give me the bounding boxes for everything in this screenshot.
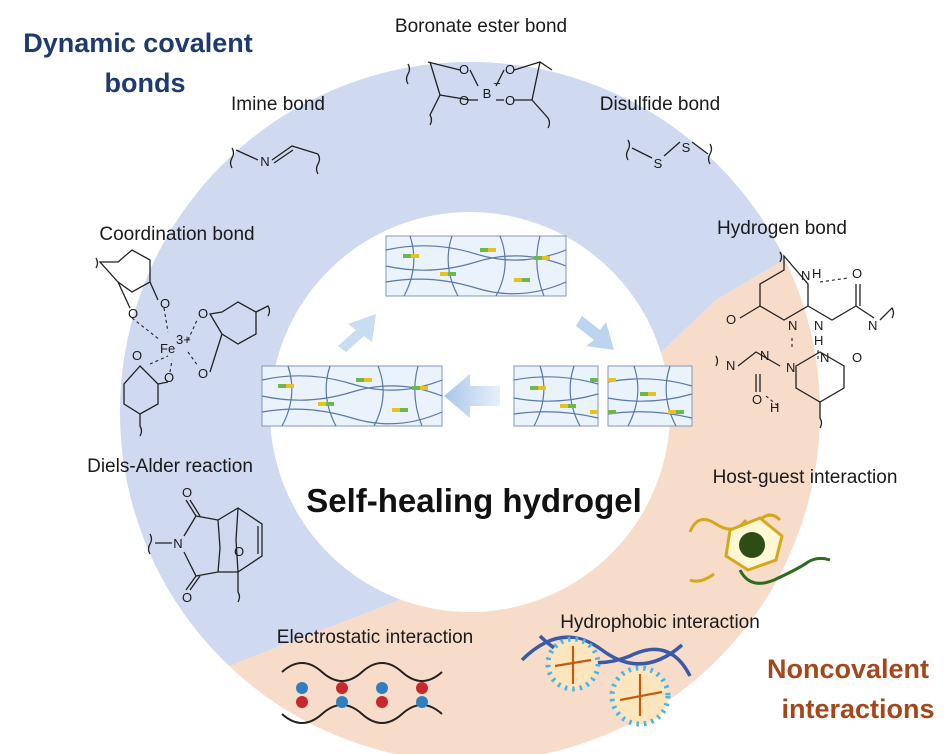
label-disulfide: Disulfide bond <box>600 94 720 115</box>
svg-text:N: N <box>173 536 182 551</box>
svg-text:O: O <box>852 266 862 281</box>
label-host-guest: Host-guest interaction <box>713 467 898 488</box>
cycle-arrows <box>338 314 614 418</box>
arrow-up-right <box>338 314 376 352</box>
hydrogel-panel-top <box>385 235 567 297</box>
electrostatic-structure <box>281 662 443 724</box>
svg-text:S: S <box>654 156 663 171</box>
svg-text:O: O <box>505 93 515 108</box>
label-coordination: Coordination bond <box>99 224 254 245</box>
svg-text:O: O <box>726 312 736 327</box>
disulfide-structure: S S <box>625 139 713 171</box>
svg-text:Fe: Fe <box>160 341 175 356</box>
svg-text:N: N <box>801 268 810 283</box>
svg-text:O: O <box>752 392 762 407</box>
svg-text:N: N <box>820 350 829 365</box>
svg-text:O: O <box>234 544 244 559</box>
svg-text:O: O <box>128 306 138 321</box>
svg-text:N: N <box>760 348 769 363</box>
svg-text:N: N <box>868 318 877 333</box>
arrow-down-right <box>576 316 614 350</box>
noncovalent-title-line1: Noncovalent <box>767 654 929 684</box>
covalent-title-line1: Dynamic covalent <box>23 28 253 58</box>
label-hydrogen: Hydrogen bond <box>717 218 847 239</box>
svg-text:S: S <box>682 140 691 155</box>
host-guest-structure <box>688 513 831 585</box>
label-hydrophobic: Hydrophobic interaction <box>560 612 760 633</box>
boronate-structure: O O B − O O <box>405 61 553 129</box>
svg-text:O: O <box>852 350 862 365</box>
covalent-title-line2: bonds <box>105 68 186 98</box>
imine-structure: N <box>229 145 321 175</box>
svg-text:H: H <box>812 266 821 281</box>
noncovalent-title-line2: interactions <box>781 694 934 724</box>
svg-text:N: N <box>786 360 795 375</box>
svg-text:O: O <box>182 590 192 605</box>
diels-alder-structure: N O O O <box>147 485 263 605</box>
label-imine: Imine bond <box>231 94 325 115</box>
label-diels-alder: Diels-Alder reaction <box>87 456 253 477</box>
svg-text:N: N <box>788 318 797 333</box>
label-boronate: Boronate ester bond <box>395 16 567 37</box>
ring <box>120 62 820 754</box>
svg-text:O: O <box>160 296 170 311</box>
svg-text:N: N <box>726 358 735 373</box>
coordination-structure: O O Fe 3+ O O O O <box>95 249 271 437</box>
svg-text:O: O <box>459 62 469 77</box>
arrow-left <box>444 374 500 418</box>
svg-text:B: B <box>483 86 492 101</box>
svg-text:−: − <box>493 76 501 91</box>
svg-text:3+: 3+ <box>176 332 191 347</box>
hydrogel-panel-right-split <box>513 365 693 427</box>
svg-text:O: O <box>132 348 142 363</box>
svg-text:O: O <box>505 62 515 77</box>
svg-text:O: O <box>164 370 174 385</box>
label-electrostatic: Electrostatic interaction <box>277 627 473 648</box>
svg-text:H: H <box>770 400 779 415</box>
svg-text:O: O <box>459 93 469 108</box>
hydrogen-bond-structure: O N H N N H O N N O N N N O H <box>715 251 895 429</box>
svg-text:N: N <box>814 318 823 333</box>
svg-text:O: O <box>198 306 208 321</box>
svg-text:O: O <box>182 485 192 500</box>
svg-text:O: O <box>198 366 208 381</box>
svg-text:N: N <box>260 154 269 169</box>
svg-text:H: H <box>814 333 823 348</box>
hydrophobic-structure <box>520 634 692 727</box>
hydrogel-panel-left <box>261 365 443 427</box>
center-title: Self-healing hydrogel <box>306 482 642 519</box>
